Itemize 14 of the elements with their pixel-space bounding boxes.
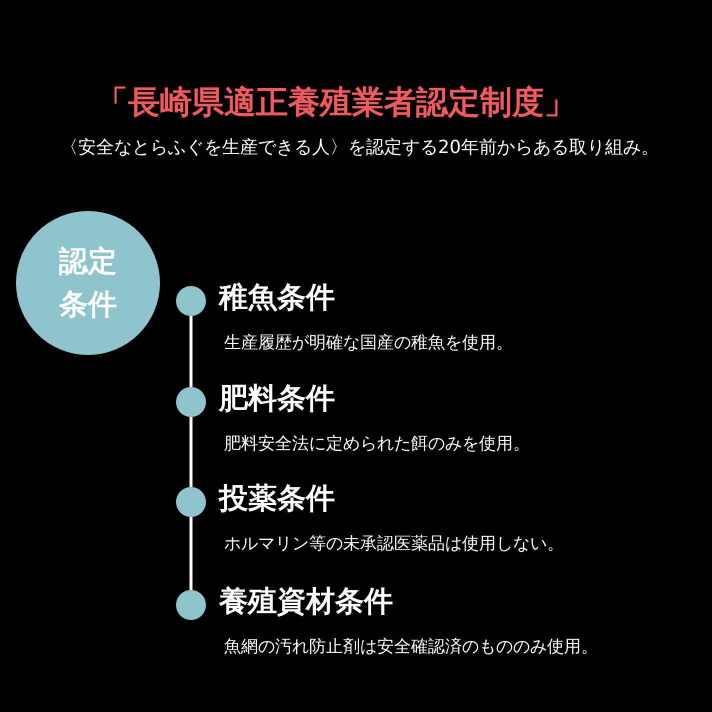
subtitle: 〈安全なとらふぐを生産できる人〉を認定する20年前からある取り組み。 — [60, 136, 659, 160]
condition-description: 生産履歴が明確な国産の稚魚を使用。 — [224, 332, 513, 354]
condition-description: 魚網の汚れ防止剤は安全確認済のもののみ使用。 — [224, 636, 598, 658]
timeline-line — [190, 517, 192, 590]
condition-description: ホルマリン等の未承認医薬品は使用しない。 — [224, 533, 564, 555]
condition-description: 肥料安全法に定められた餌のみを使用。 — [224, 433, 530, 455]
condition-heading: 肥料条件 — [219, 381, 335, 415]
title: 「長崎県適正養殖業者認定制度」 — [96, 82, 576, 123]
timeline-line — [190, 417, 192, 487]
timeline-line — [190, 316, 192, 387]
condition-heading: 稚魚条件 — [219, 280, 335, 314]
condition-heading: 養殖資材条件 — [219, 584, 393, 618]
condition-heading: 投薬条件 — [219, 481, 335, 515]
circle-label: 認定条件 — [58, 243, 118, 323]
